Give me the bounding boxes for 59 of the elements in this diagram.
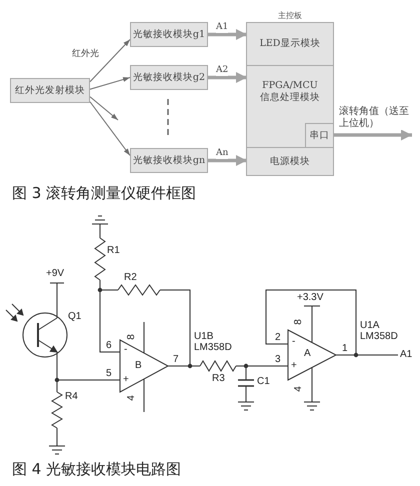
figure-caption: 图 4 光敏接收模块电路图 — [12, 462, 182, 477]
amplifier-label: B — [135, 361, 142, 371]
pin-number: 8 — [126, 334, 137, 340]
component-label: C1 — [257, 377, 270, 387]
arrow — [90, 96, 118, 120]
signal-label: A1 — [400, 350, 412, 360]
polarity-sign: + — [291, 361, 297, 371]
component-label: U1A — [360, 321, 380, 331]
module-label: 光敏接收模块g2 — [132, 72, 206, 84]
pin-number: 4 — [126, 395, 137, 401]
component-label: R1 — [107, 246, 120, 256]
arrow — [90, 101, 130, 156]
pin-number: 7 — [173, 355, 179, 365]
arrow — [333, 130, 412, 140]
supply-label: +3.3V — [297, 293, 324, 303]
module-box — [10, 78, 90, 103]
pin-number: 2 — [275, 333, 281, 343]
component-label: R3 — [212, 374, 225, 384]
polarity-sign: + — [123, 375, 129, 385]
module-label: 光敏接收模块gn — [132, 154, 206, 166]
pin-number: 3 — [275, 355, 281, 365]
amplifier-label: A — [304, 349, 311, 359]
module-label: 光敏接收模块g1 — [132, 28, 206, 40]
port-box — [305, 123, 333, 147]
port-label: 串口 — [310, 130, 330, 142]
module-section — [247, 65, 333, 147]
module-box — [130, 22, 208, 47]
module-box — [130, 148, 208, 173]
edge-label: A2 — [216, 65, 228, 76]
edge-label: 滚转角值（送至上位机） — [339, 106, 411, 130]
arrow — [208, 29, 247, 40]
arrow — [208, 72, 247, 83]
arrow — [208, 155, 247, 166]
arrow — [90, 39, 130, 82]
pin-number: 5 — [106, 369, 112, 379]
module-label: 电源模块 — [270, 156, 310, 168]
component-label: R4 — [65, 392, 78, 402]
edge-label: 红外光 — [72, 49, 99, 60]
pin-number: 6 — [106, 341, 112, 351]
module-label: 红外光发射模块 — [15, 84, 85, 96]
pin-number: 4 — [294, 386, 304, 392]
module-box — [130, 65, 208, 90]
component-label: R2 — [124, 273, 137, 283]
module-label: LED显示模块 — [260, 38, 320, 50]
supply-label: +9V — [46, 269, 64, 279]
pin-number: 1 — [342, 344, 348, 354]
polarity-sign: - — [292, 337, 296, 347]
part-number: LM358D — [194, 343, 232, 353]
polarity-sign: - — [124, 345, 128, 355]
arrow — [90, 77, 130, 90]
module-label: FPGA/MCU 信息处理模块 — [260, 80, 320, 104]
edge-label: A1 — [216, 22, 228, 33]
pin-number: 8 — [294, 319, 304, 325]
figure-caption: 图 3 滚转角测量仪硬件框图 — [12, 186, 196, 201]
part-number: LM358D — [360, 332, 398, 342]
edge-label: An — [216, 148, 228, 159]
board-title: 主控板 — [278, 11, 302, 21]
component-label: Q1 — [68, 312, 82, 322]
component-label: U1B — [194, 332, 214, 342]
